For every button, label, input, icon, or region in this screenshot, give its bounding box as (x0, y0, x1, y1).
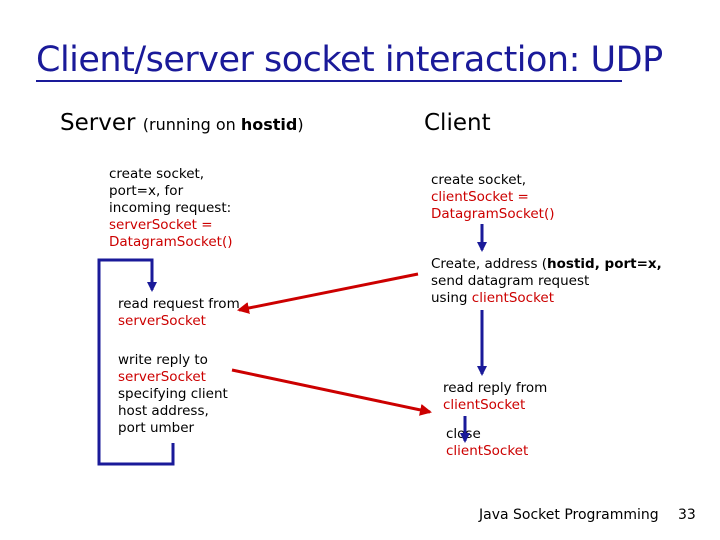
request-message-arrow (237, 272, 419, 314)
slide-title: Client/server socket interaction: UDP (36, 40, 663, 80)
server-step1-line: port=x, for (109, 183, 184, 199)
client-step2-line3: using clientSocket (431, 290, 662, 307)
client-step3-code: clientSocket (443, 397, 526, 413)
server-step3-line: host address, (118, 403, 209, 419)
server-step1-line: create socket, (109, 166, 205, 182)
client-step-create-socket: create socket, clientSocket = DatagramSo… (431, 172, 555, 223)
client-step1-line: create socket, (431, 172, 527, 188)
server-step2-code: serverSocket (118, 313, 206, 329)
client-step1-code: clientSocket = (431, 189, 529, 205)
server-step3-code: serverSocket (118, 369, 206, 385)
server-note-hostid: hostid (240, 115, 298, 134)
title-underline (36, 80, 622, 82)
client-step2-line1: Create, address (hostid, port=x, (431, 256, 662, 273)
server-loop-arrow (97, 258, 175, 466)
server-step2-line: read request from (118, 296, 240, 312)
server-step-read-request: read request from serverSocket (118, 296, 240, 330)
client-heading: Client (424, 110, 491, 136)
footer-text: Java Socket Programming (479, 507, 659, 523)
client-step2-line2: send datagram request (431, 273, 590, 289)
server-step1-code: DatagramSocket() (109, 234, 233, 250)
page-number: 33 (678, 507, 696, 523)
server-step3-line: write reply to (118, 352, 208, 368)
client-step3-line: read reply from (443, 380, 548, 396)
reply-message-arrow (231, 368, 432, 416)
client-step2-pre: Create, address ( (431, 256, 548, 272)
server-heading-label: Server (60, 110, 136, 136)
server-step3-line: specifying client (118, 386, 228, 402)
client-step4-code: clientSocket (446, 443, 529, 459)
client-step1-code: DatagramSocket() (431, 206, 555, 222)
client-step2-using: using (431, 290, 472, 306)
server-note-pre: (running on (142, 115, 241, 134)
client-step-send-request: Create, address (hostid, port=x, send da… (431, 256, 662, 307)
server-step-create-socket: create socket, port=x, for incoming requ… (109, 166, 233, 251)
client-step2-bold: hostid, port=x, (547, 256, 662, 272)
server-heading: Server (running on hostid) (60, 110, 304, 136)
server-step-write-reply: write reply to serverSocket specifying c… (118, 352, 228, 437)
server-step3-line: port umber (118, 420, 195, 436)
server-step1-line: incoming request: (109, 200, 232, 216)
server-note-post: ) (297, 115, 304, 134)
server-step1-code: serverSocket = (109, 217, 213, 233)
client-step-read-reply: read reply from clientSocket (443, 380, 547, 414)
client-step2-code: clientSocket (471, 290, 555, 306)
server-heading-note: (running on hostid) (143, 115, 304, 134)
